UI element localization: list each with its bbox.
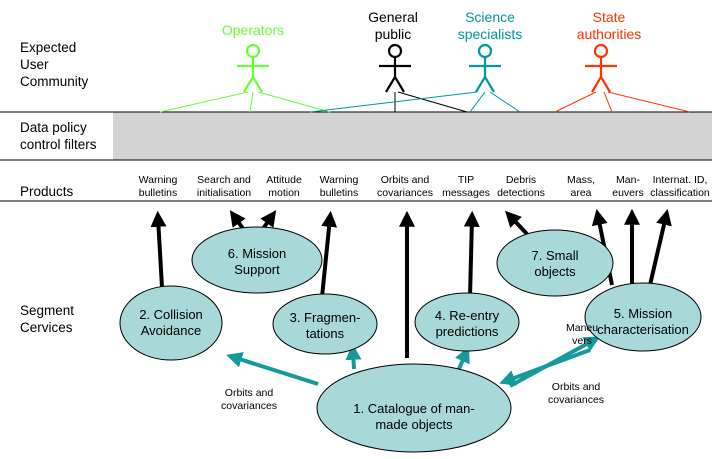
user-label-operators: Operators bbox=[221, 22, 285, 38]
service-mission-support-ellipse bbox=[191, 226, 323, 294]
service-fragmentations-ellipse bbox=[272, 293, 378, 355]
state-authorities-figure-icon bbox=[585, 43, 617, 93]
product-debris-detections: Debris detections bbox=[497, 174, 545, 199]
row-label-services: Segment Cervices bbox=[20, 303, 75, 335]
product-search-initialisation: Search and initialisation bbox=[196, 174, 252, 199]
user-connection-lines bbox=[159, 91, 691, 113]
product-warning-bulletins-2: Warning bulletins bbox=[319, 174, 359, 199]
service-label-mission-support: 6. Mission Support bbox=[227, 246, 287, 277]
user-label-state-authorities: State authorities bbox=[576, 9, 642, 42]
service-catalogue-ellipse bbox=[316, 363, 512, 453]
user-label-general-public: General public bbox=[368, 9, 418, 42]
flow-label-orbits-right: Orbits and covariances bbox=[548, 381, 605, 406]
service-label-collision-avoidance: 2. Collision Avoidance bbox=[139, 307, 203, 338]
flow-label-maneuvers: Maneu vers bbox=[566, 322, 599, 347]
row-label-filters: Data policy control filters bbox=[20, 120, 97, 152]
product-tip-messages: TIP messages bbox=[442, 174, 490, 199]
service-label-small-objects: 7. Small objects bbox=[531, 248, 579, 279]
service-collision-avoidance-ellipse bbox=[119, 285, 223, 361]
service-mission-characterisation-ellipse bbox=[584, 282, 702, 352]
product-warning-bulletins-1: Warning bulletins bbox=[138, 174, 178, 199]
black-arrows bbox=[150, 208, 672, 358]
science-specialists-figure-icon bbox=[469, 43, 501, 93]
row-label-products: Products bbox=[20, 184, 74, 199]
user-label-science-specialists: Science specialists bbox=[457, 9, 523, 42]
flow-label-orbits-left: Orbits and covariances bbox=[221, 387, 278, 412]
service-label-catalogue: 1. Catalogue of man- made objects bbox=[353, 401, 475, 432]
data-policy-filter-band bbox=[113, 112, 712, 160]
product-orbits-covariances: Orbits and covariances bbox=[376, 174, 434, 199]
service-label-reentry: 4. Re-entry predictions bbox=[434, 308, 500, 339]
service-small-objects-ellipse bbox=[496, 229, 614, 297]
operators-figure-icon bbox=[237, 43, 269, 93]
row-label-community: Expected User Community bbox=[20, 40, 89, 89]
service-reentry-ellipse bbox=[414, 292, 520, 352]
product-internat-id: Internat. ID, classification bbox=[650, 174, 710, 199]
service-label-mission-characterisation: 5. Mission characterisation bbox=[597, 306, 689, 337]
product-mass-area: Mass, area bbox=[566, 174, 596, 199]
teal-arrows bbox=[226, 336, 601, 388]
general-public-figure-icon bbox=[379, 43, 411, 93]
service-label-fragmentations: 3. Fragmen- tations bbox=[289, 310, 361, 341]
product-maneuvers: Man- euvers bbox=[612, 174, 644, 199]
product-attitude-motion: Attitude motion bbox=[266, 174, 302, 199]
